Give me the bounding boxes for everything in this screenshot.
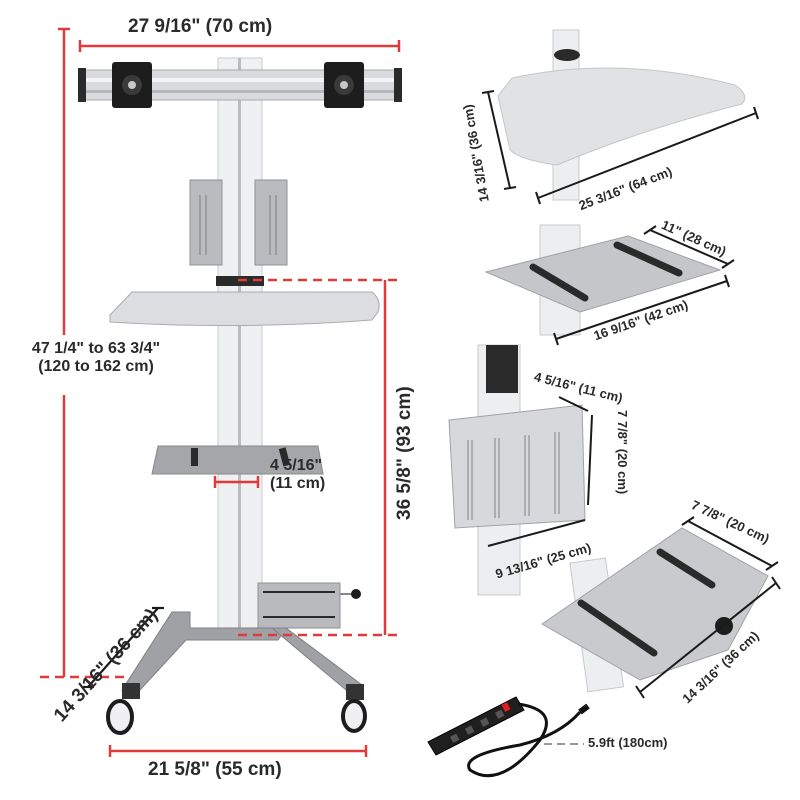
desk-top	[109, 291, 380, 327]
base-depth-line	[82, 606, 164, 689]
total-height-line2: (120 to 162 cm)	[38, 358, 154, 376]
basket-dimension-lines	[487, 396, 593, 547]
detail-desk-top	[497, 29, 746, 201]
detail-cpu-holder	[541, 527, 769, 693]
dashed-reference-lines	[40, 278, 402, 679]
shelf-gap-line2: (11 cm)	[270, 475, 326, 493]
vesa-mount-left	[112, 62, 152, 108]
base-width-line	[108, 745, 368, 757]
desk-top-dimension-lines	[481, 90, 759, 205]
shelf-gap-line1: 4 5/16"	[270, 457, 323, 474]
detail-basket	[448, 344, 586, 596]
dimension-lines-main	[58, 27, 401, 677]
power-strip	[427, 696, 590, 778]
cord-length-label: 5.9ft (180cm)	[588, 735, 668, 750]
top-width-label: 27 9/16" (70 cm)	[128, 16, 273, 37]
middle-shelf-dimension-lines	[553, 225, 735, 346]
cpu-holder	[257, 582, 361, 629]
middle-shelf	[151, 445, 324, 475]
cart-base	[121, 611, 364, 700]
detail-middle-shelf	[484, 224, 722, 336]
center-pole	[217, 57, 263, 634]
total-height-label: 47 1/4" to 63 3/4" (120 to 162 cm)	[6, 340, 186, 377]
caster-left	[106, 699, 134, 735]
desk-height-label: 36 5/8" (93 cm)	[394, 386, 415, 520]
base-width-label: 21 5/8" (55 cm)	[148, 759, 282, 780]
total-height-line1: 47 1/4" to 63 3/4"	[31, 340, 161, 357]
vesa-mount-right	[324, 62, 364, 108]
shelf-gap-label: 4 5/16" (11 cm)	[270, 457, 325, 494]
rear-baskets	[189, 179, 288, 266]
caster-right	[341, 699, 367, 733]
cpu-holder-dimension-lines	[635, 516, 781, 699]
basket-height-label: 7 7/8" (20 cm)	[614, 410, 630, 495]
